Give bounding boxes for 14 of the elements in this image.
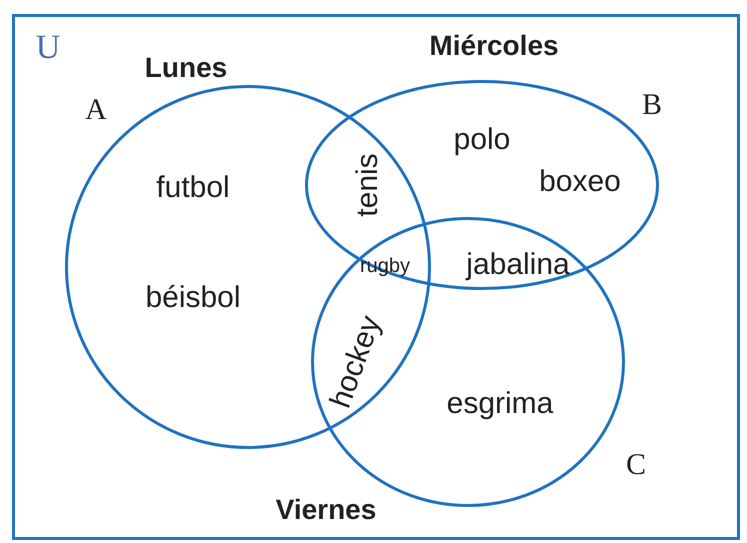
set-letter: U xyxy=(36,31,60,65)
set-title: Lunes xyxy=(144,54,228,82)
region-label: boxeo xyxy=(539,167,621,197)
set-letter: A xyxy=(85,95,107,125)
region-label: polo xyxy=(454,125,510,155)
region-label: tenis xyxy=(353,153,383,217)
set-title: Viernes xyxy=(276,496,376,524)
region-label: esgrima xyxy=(446,389,554,419)
set-letter: B xyxy=(642,90,662,120)
region-label: futbol xyxy=(156,173,230,203)
region-label: jabalina xyxy=(466,250,570,280)
set-letter: C xyxy=(626,450,646,480)
region-label: béisbol xyxy=(145,283,241,313)
set-title: Miércoles xyxy=(429,32,559,60)
